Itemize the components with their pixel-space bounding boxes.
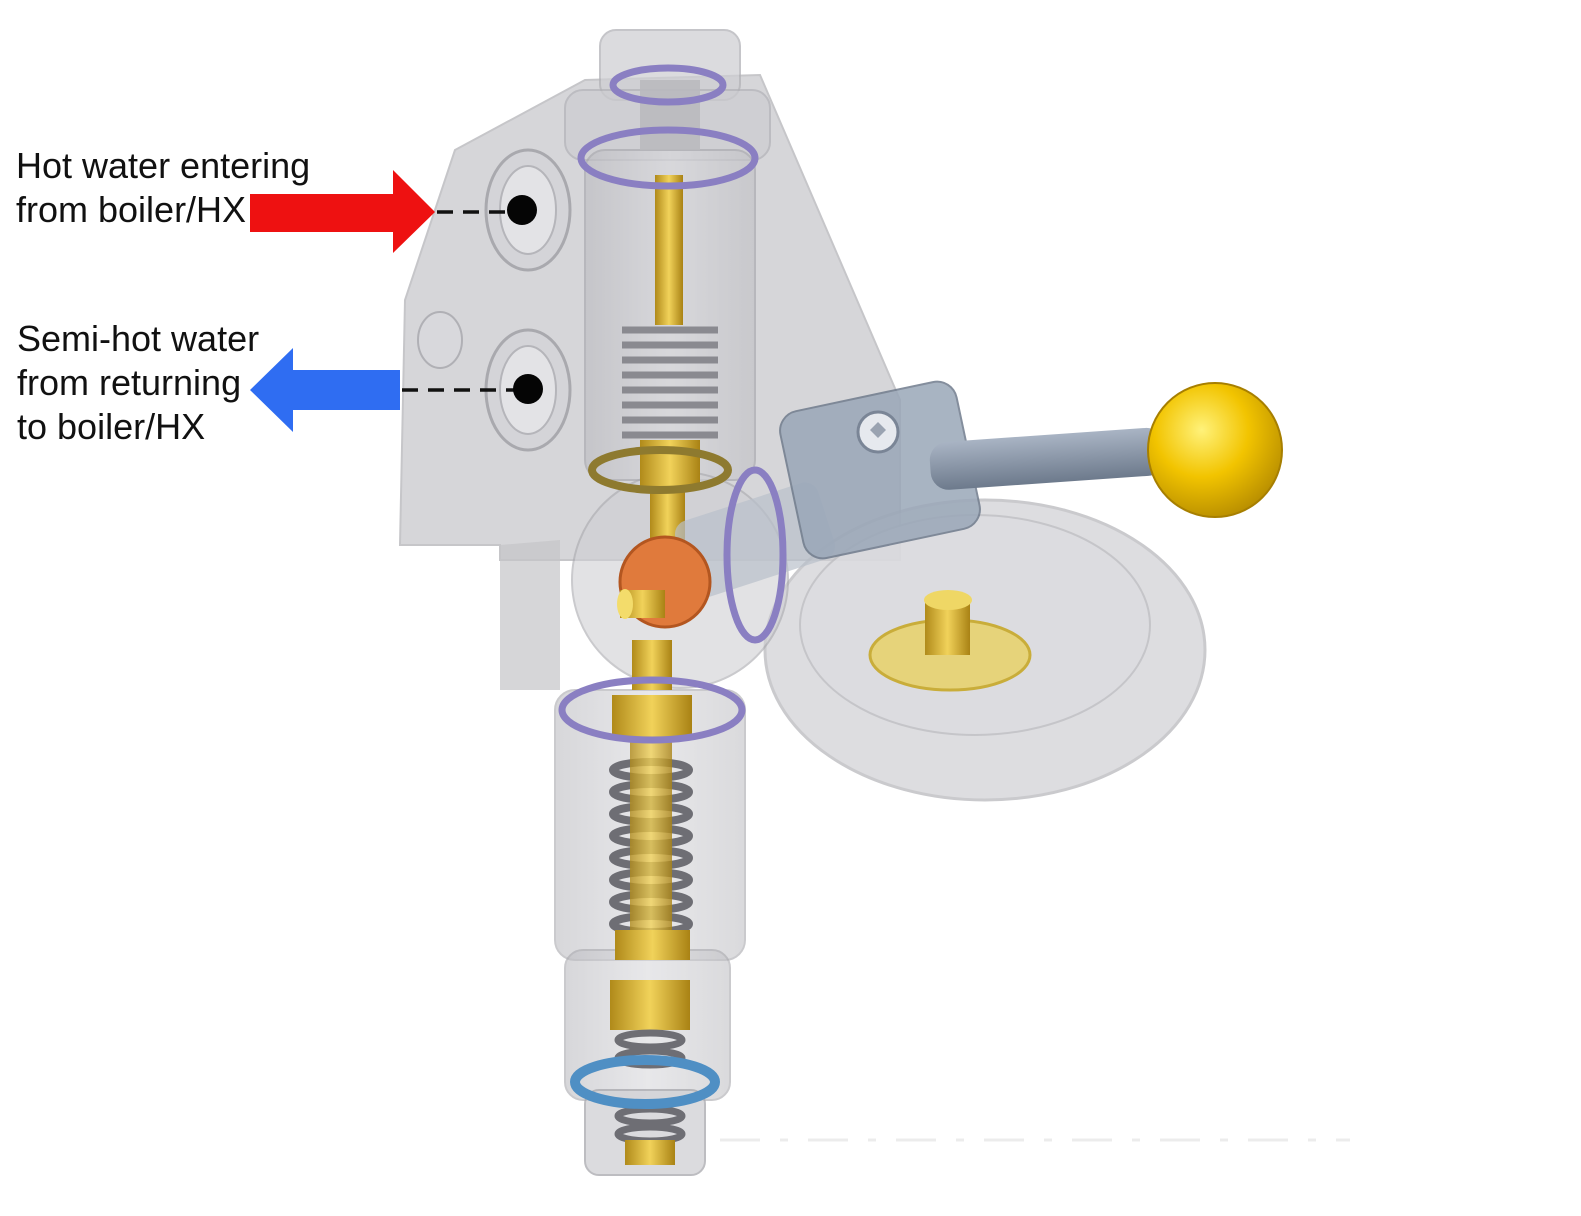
cam-assembly <box>617 482 836 629</box>
hot-water-leader <box>437 195 537 225</box>
lever-handle[interactable] <box>776 378 1283 562</box>
hot-water-arrow <box>250 170 435 253</box>
return-water-arrow <box>250 348 400 432</box>
return-water-leader <box>402 374 543 404</box>
return-water-label: Semi-hot water from returning to boiler/… <box>17 317 259 449</box>
return-water-label-line3: to boiler/HX <box>17 406 206 447</box>
inlet-dot-marker-icon <box>507 195 537 225</box>
return-dot-marker-icon <box>513 374 543 404</box>
drip-tray <box>763 498 1207 802</box>
hot-water-label-line1: Hot water entering <box>16 145 311 186</box>
o-rings <box>558 64 787 1109</box>
return-water-label-line1: Semi-hot water <box>17 318 260 359</box>
hot-water-label: Hot water entering from boiler/HX <box>16 144 310 232</box>
hot-water-label-line2: from boiler/HX <box>16 189 247 230</box>
lever-knob <box>1147 382 1283 518</box>
lower-stem <box>609 640 693 1165</box>
return-water-label-line2: from returning <box>17 362 242 403</box>
